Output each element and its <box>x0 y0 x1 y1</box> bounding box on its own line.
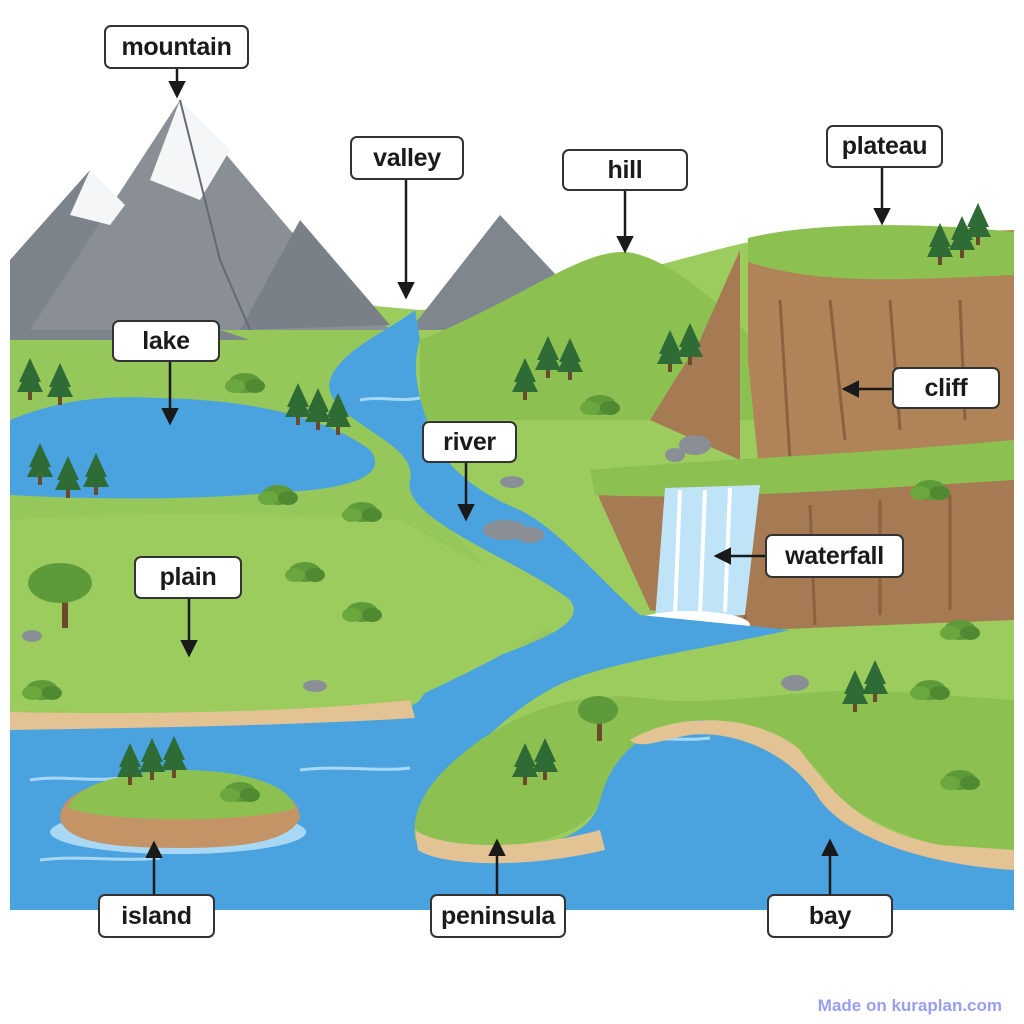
label-arrows <box>145 68 892 894</box>
river <box>10 310 1014 910</box>
label-plain: plain <box>134 556 242 599</box>
peninsula <box>414 690 1014 864</box>
label-valley: valley <box>350 136 464 180</box>
deciduous-tree <box>578 696 618 741</box>
label-peninsula: peninsula <box>430 894 566 938</box>
mountain-range <box>10 99 570 340</box>
deciduous-tree <box>28 563 92 628</box>
rocks <box>22 435 809 692</box>
label-river: river <box>422 421 517 463</box>
label-bay: bay <box>767 894 893 938</box>
label-cliff: cliff <box>892 367 1000 409</box>
label-hill: hill <box>562 149 688 191</box>
bay <box>630 720 1014 870</box>
label-plateau: plateau <box>826 125 943 168</box>
label-mountain: mountain <box>104 25 249 69</box>
label-waterfall: waterfall <box>765 534 904 578</box>
label-island: island <box>98 894 215 938</box>
label-lake: lake <box>112 320 220 362</box>
hill <box>420 251 760 420</box>
watermark: Made on kuraplan.com <box>817 996 1002 1015</box>
